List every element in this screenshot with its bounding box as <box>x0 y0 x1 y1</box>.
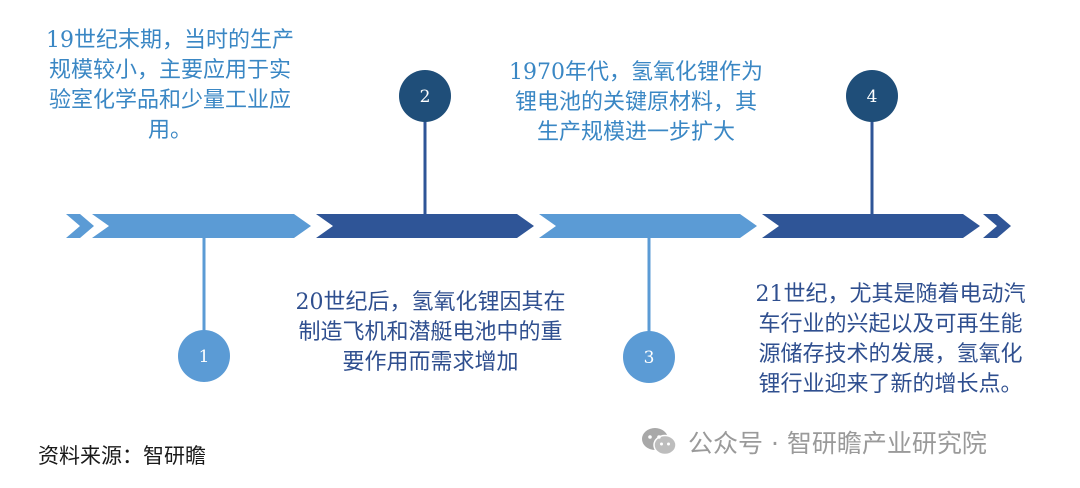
milestone-text-1: 19世纪末期，当时的生产 规模较小，主要应用于实 验室化学品和少量工业应 用。 <box>46 28 294 143</box>
arrow-segment-2 <box>316 214 534 238</box>
watermark-text: 公众号 · 智研瞻产业研究院 <box>688 429 987 458</box>
arrow-segment-3 <box>539 214 757 238</box>
milestone-text-3: 1970年代，氢氧化锂作为 锂电池的关键原材料，其 生产规模进一步扩大 <box>509 60 763 145</box>
milestone-number-2: 2 <box>420 87 431 107</box>
milestone-number-1: 1 <box>199 347 210 367</box>
chevron-small-right <box>983 214 1011 238</box>
arrow-segment-4 <box>762 214 980 238</box>
wechat-icon <box>642 428 677 456</box>
source-note: 资料来源：智研瞻 <box>38 444 206 468</box>
milestone-number-3: 3 <box>644 348 655 368</box>
milestone-circle-4 <box>846 70 898 122</box>
arrow-segment-1 <box>92 214 311 238</box>
milestone-number-4: 4 <box>867 87 878 107</box>
milestone-text-2: 20世纪后，氢氧化锂因其在 制造飞机和潜艇电池中的重 要作用而需求增加 <box>295 290 566 375</box>
watermark: 公众号 · 智研瞻产业研究院 <box>640 424 987 460</box>
chevron-small-left <box>66 214 94 238</box>
milestone-text-4: 21世纪，尤其是随着电动汽 车行业的兴起以及可再生能 源储存技术的发展，氢氧化 … <box>755 282 1026 397</box>
milestone-circle-1 <box>178 330 230 382</box>
milestone-circle-2 <box>399 70 451 122</box>
milestone-circle-3 <box>623 331 675 383</box>
